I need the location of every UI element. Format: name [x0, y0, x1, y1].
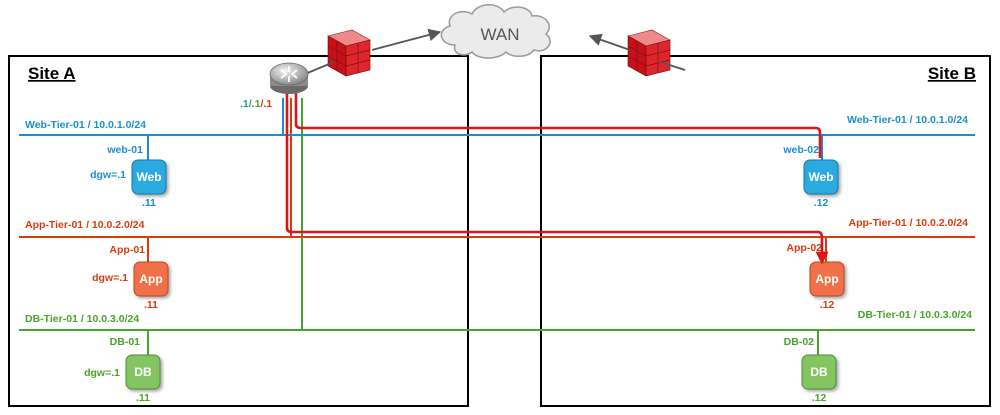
db01-host[interactable]: DB [125, 354, 161, 390]
traffic-path [285, 92, 829, 265]
db01-icon-text: DB [134, 365, 152, 379]
link-firewall-b-wan [588, 33, 631, 51]
site-a-title: Site A [28, 64, 76, 83]
db02-host[interactable]: DB [801, 354, 837, 390]
db02-icon-text: DB [810, 365, 828, 379]
router-ip-label: .1/.1/.1 [240, 98, 272, 110]
web02-host[interactable]: Web [803, 159, 839, 195]
link-firewall-b-tail [659, 61, 686, 71]
web-tier-label-b: Web-Tier-01 / 10.0.1.0/24 [847, 114, 968, 126]
site-b-title: Site B [928, 64, 976, 83]
app01-ip: .11 [144, 299, 158, 311]
app02-name: App-02 [786, 242, 822, 254]
link-router-firewall-a [304, 61, 335, 75]
db-server-icon [801, 354, 837, 390]
router-icon [269, 62, 309, 94]
app02-host[interactable]: App [809, 261, 845, 297]
db-tier-label-b: DB-Tier-01 / 10.0.3.0/24 [858, 309, 972, 321]
router-ip-app: /.1 [249, 98, 261, 110]
router-ip-db: /.1 [260, 98, 272, 110]
db-tier-label-a: DB-Tier-01 / 10.0.3.0/24 [25, 313, 139, 325]
app-tier-label-b: App-Tier-01 / 10.0.2.0/24 [849, 217, 969, 229]
web01-icon-text: Web [136, 170, 161, 184]
app-tier-label-a: App-Tier-01 / 10.0.2.0/24 [25, 219, 145, 231]
wan-cloud-icon [440, 4, 551, 59]
db02-ip: .12 [812, 392, 827, 404]
db01-ip: .11 [136, 392, 150, 404]
db-server-icon [125, 354, 161, 390]
app01-name: App-01 [109, 244, 145, 256]
app01-icon-text: App [139, 272, 162, 286]
web-tier-label-a: Web-Tier-01 / 10.0.1.0/24 [25, 119, 146, 131]
app-server-icon [133, 261, 169, 297]
db01-dgw: dgw=.1 [84, 367, 120, 379]
web01-host[interactable]: Web [131, 159, 167, 195]
web01-dgw: dgw=.1 [90, 169, 126, 181]
web02-name: web-02 [782, 144, 819, 156]
db01-name: DB-01 [110, 336, 141, 348]
router-ip-web: .1 [240, 98, 249, 110]
web-server-icon [131, 159, 167, 195]
wan-label: WAN [480, 25, 519, 44]
web02-ip: .12 [814, 197, 829, 209]
firewall-b-icon [627, 29, 671, 77]
app01-host[interactable]: App [133, 261, 169, 297]
traffic-path-web [294, 92, 822, 158]
app02-icon-text: App [815, 272, 838, 286]
web02-icon-text: Web [808, 170, 833, 184]
app02-ip: .12 [820, 299, 835, 311]
db02-name: DB-02 [784, 336, 815, 348]
app01-dgw: dgw=.1 [92, 272, 128, 284]
link-firewall-a-wan [371, 28, 442, 51]
firewall-a-icon [327, 29, 371, 77]
web-server-icon [803, 159, 839, 195]
web01-ip: .11 [142, 197, 156, 209]
web01-name: web-01 [106, 144, 143, 156]
